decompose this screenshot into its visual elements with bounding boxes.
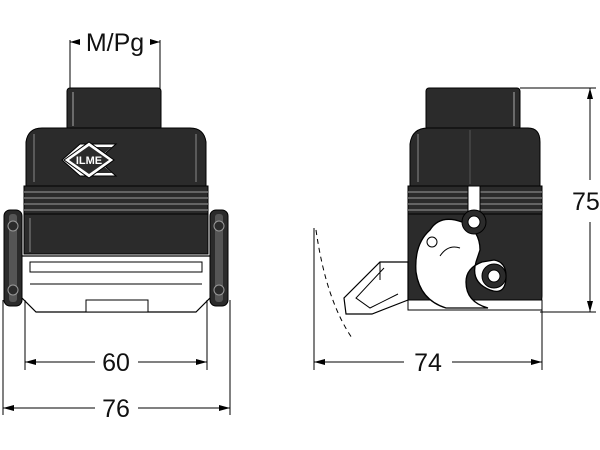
hood-lower-body (23, 213, 209, 255)
side-ribbed-band (407, 185, 543, 215)
locking-lever-right (209, 209, 229, 307)
logo-text: ILME (76, 155, 102, 167)
thread-dimension: M/Pg (69, 29, 161, 90)
side-angled-entry (343, 261, 409, 315)
hood-top (25, 127, 207, 187)
base-slot (85, 299, 149, 313)
front-view: M/Pg ILME (2, 29, 231, 423)
side-cable-entry-neck (425, 87, 521, 131)
dim-inner-width: 60 (102, 349, 130, 377)
side-locking-lever (415, 209, 507, 309)
dim-depth: 74 (414, 349, 442, 377)
swing-arc (315, 229, 353, 339)
side-hood-top (409, 127, 541, 187)
cable-entry-neck (66, 87, 162, 131)
ribbed-band (23, 185, 209, 215)
dimension-75: 75 (520, 87, 600, 313)
dimension-60: 60 (24, 300, 208, 377)
dim-height: 75 (572, 188, 600, 216)
ilme-logo: ILME (61, 141, 118, 179)
side-view: 74 75 (313, 87, 600, 377)
locking-lever-left (3, 209, 23, 307)
dim-outer-width: 76 (102, 395, 130, 423)
thread-label: M/Pg (86, 29, 144, 57)
dimension-76: 76 (2, 300, 231, 423)
